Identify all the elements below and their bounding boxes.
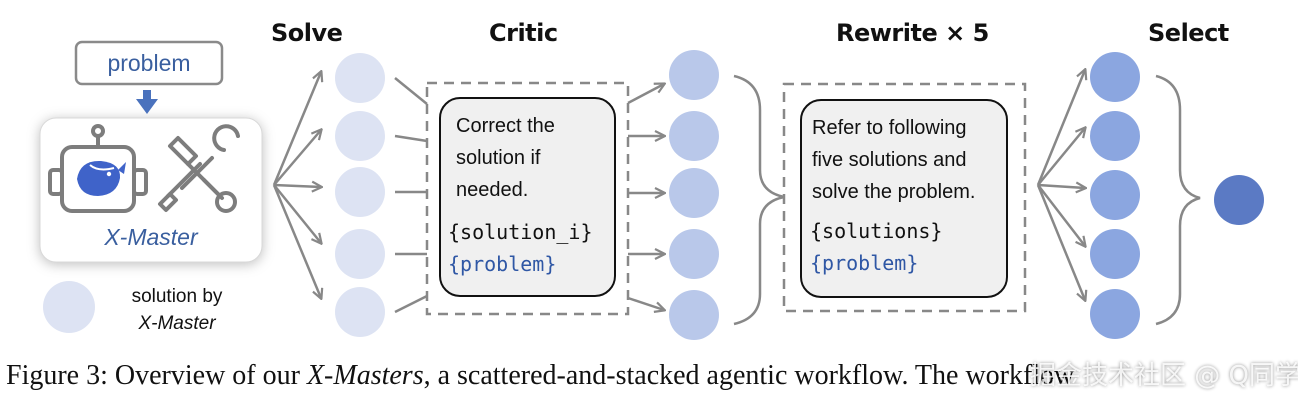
critic-nodes	[669, 50, 719, 340]
rewrite-prompt-text: Refer to following five solutions and so…	[812, 112, 975, 208]
rewrite-prompt-vars: {solutions} {problem}	[810, 215, 942, 279]
solve-node	[335, 111, 385, 161]
problem-label: problem	[107, 49, 191, 76]
legend-solution-node	[43, 281, 95, 333]
rewrite-prompt-line-1: Refer to following	[812, 117, 967, 139]
legend-line-1: solution by	[131, 286, 223, 307]
rewrite-node	[1090, 111, 1140, 161]
critic-node	[669, 50, 719, 100]
caption-name: X-Masters	[306, 360, 424, 391]
critic-prompt-line-2: solution if	[456, 147, 541, 169]
selected-node	[1214, 175, 1264, 225]
stage-title-select: Select	[1148, 19, 1229, 47]
rewrite-fan-arrows	[1036, 70, 1085, 300]
xmaster-card	[39, 117, 263, 263]
critic-prompt-line-1: Correct the	[456, 115, 555, 137]
solve-node	[335, 53, 385, 103]
critic-node	[669, 229, 719, 279]
rewrite-var-problem: {problem}	[810, 251, 919, 275]
critic-node	[669, 111, 719, 161]
critic-prompt-box	[439, 97, 616, 297]
rewrite-prompt-line-3: solve the problem.	[812, 181, 976, 203]
rewrite-prompt-line-2: five solutions and	[812, 149, 967, 171]
xmaster-label: X-Master	[104, 224, 198, 250]
rewrite-var-solutions: {solutions}	[810, 219, 943, 243]
critic-prompt-text: Correct the solution if needed.	[456, 110, 555, 206]
critic-node	[669, 168, 719, 218]
whale-icon	[77, 160, 126, 196]
rewrite-node	[1090, 52, 1140, 102]
problem-box	[74, 40, 224, 86]
critic-prompt-line-3: needed.	[456, 179, 529, 201]
stage-title-solve: Solve	[271, 19, 343, 47]
figure-caption: Figure 3: Overview of our X-Masters, a s…	[6, 360, 1298, 392]
legend-line-2: X-Master	[138, 313, 216, 334]
solve-node	[335, 287, 385, 337]
rewrite-node	[1090, 170, 1140, 220]
watermark: 掘金技术社区 @ Q同学	[1030, 361, 1298, 391]
critic-dashed-box	[425, 81, 630, 316]
brace-icon	[733, 74, 785, 326]
critic-node	[669, 290, 719, 340]
solve-nodes	[335, 53, 385, 337]
stage-title-rewrite: Rewrite × 5	[836, 19, 989, 47]
caption-suffix: , a scattered-and-stacked agentic workfl…	[423, 360, 1075, 391]
rewrite-node	[1090, 289, 1140, 339]
tools-icon	[158, 124, 240, 213]
robot-icon	[48, 124, 148, 213]
critic-output-arrows	[627, 84, 664, 310]
solve-node	[335, 167, 385, 217]
rewrite-node	[1090, 229, 1140, 279]
solve-to-critic-lines	[394, 77, 428, 314]
down-arrow-icon	[136, 90, 158, 114]
caption-prefix: Figure 3: Overview of our	[6, 360, 307, 391]
solve-fan-arrows	[272, 72, 321, 298]
rewrite-prompt-box	[800, 99, 1008, 298]
critic-prompt-vars: {solution_i} {problem}	[448, 216, 593, 280]
rewrite-nodes	[1090, 52, 1140, 339]
brace-icon	[1155, 74, 1201, 326]
solve-node	[335, 229, 385, 279]
legend-label: solution by X-Master	[112, 283, 242, 337]
stage-title-critic: Critic	[489, 19, 558, 47]
critic-var-solution: {solution_i}	[448, 220, 593, 244]
critic-var-problem: {problem}	[448, 252, 557, 276]
